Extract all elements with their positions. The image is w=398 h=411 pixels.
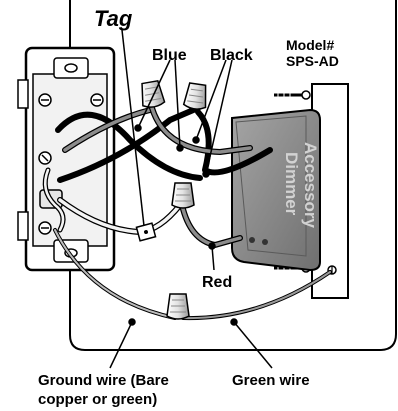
blue-wire-label: Blue (152, 47, 187, 64)
screw-icon (38, 151, 52, 165)
red-wire-label: Red (202, 274, 232, 291)
model-label-line2: SPS-AD (286, 53, 339, 69)
green-wire-label: Green wire (232, 372, 310, 389)
screw-icon (274, 90, 311, 100)
dimmer-label-line2: Dimmer (282, 152, 301, 216)
screw-icon (90, 93, 104, 107)
model-label-line1: Model# (286, 37, 334, 53)
wire-nut-icon (171, 182, 195, 209)
tag-label: Tag (94, 6, 133, 31)
ground-wire-label-line2: copper or green) (38, 391, 157, 408)
dimmer-label-line1: Accessory (301, 142, 320, 229)
tag-icon (135, 222, 157, 242)
screw-icon (38, 221, 52, 235)
wire-nut-icon (182, 82, 207, 110)
callout-leaders (109, 29, 273, 369)
wire-nut-icon (141, 79, 166, 108)
wire-nut-icon (166, 293, 190, 320)
black-wire-label: Black (210, 47, 253, 64)
wall-outline (69, 0, 397, 351)
screw-icon (38, 93, 52, 107)
ground-wire-label-line1: Ground wire (Bare (38, 372, 169, 389)
accessory-dimmer: Accessory Dimmer (231, 108, 321, 272)
wall-box (17, 46, 116, 272)
